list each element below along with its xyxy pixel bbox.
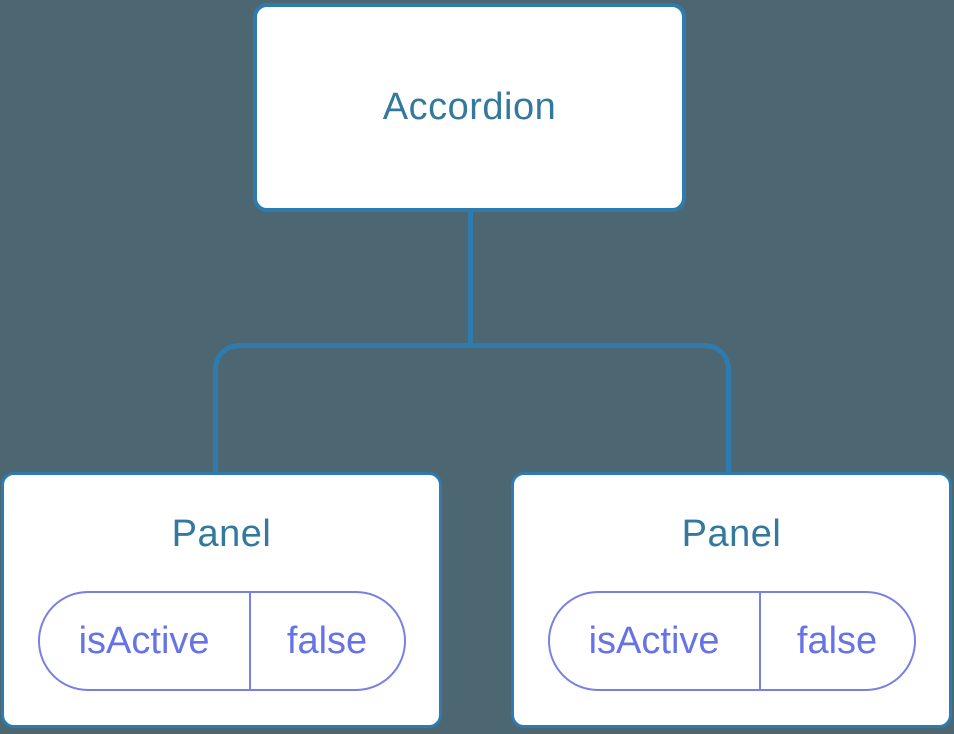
state-pill: isActive false	[37, 591, 406, 691]
state-key: isActive	[550, 593, 761, 689]
panel-node-left: Panel isActive false	[1, 472, 442, 728]
state-value: false	[286, 619, 368, 662]
state-pill: isActive false	[547, 591, 916, 691]
tree-connector-stem	[468, 212, 473, 345]
panel-node-label: Panel	[171, 513, 272, 555]
panel-node-label: Panel	[681, 513, 782, 555]
state-value: false	[796, 619, 878, 662]
accordion-node: Accordion	[253, 3, 686, 212]
tree-connector-bracket	[213, 343, 731, 472]
state-key: isActive	[40, 593, 251, 689]
panel-node-right: Panel isActive false	[511, 472, 952, 728]
accordion-node-label: Accordion	[382, 86, 557, 128]
